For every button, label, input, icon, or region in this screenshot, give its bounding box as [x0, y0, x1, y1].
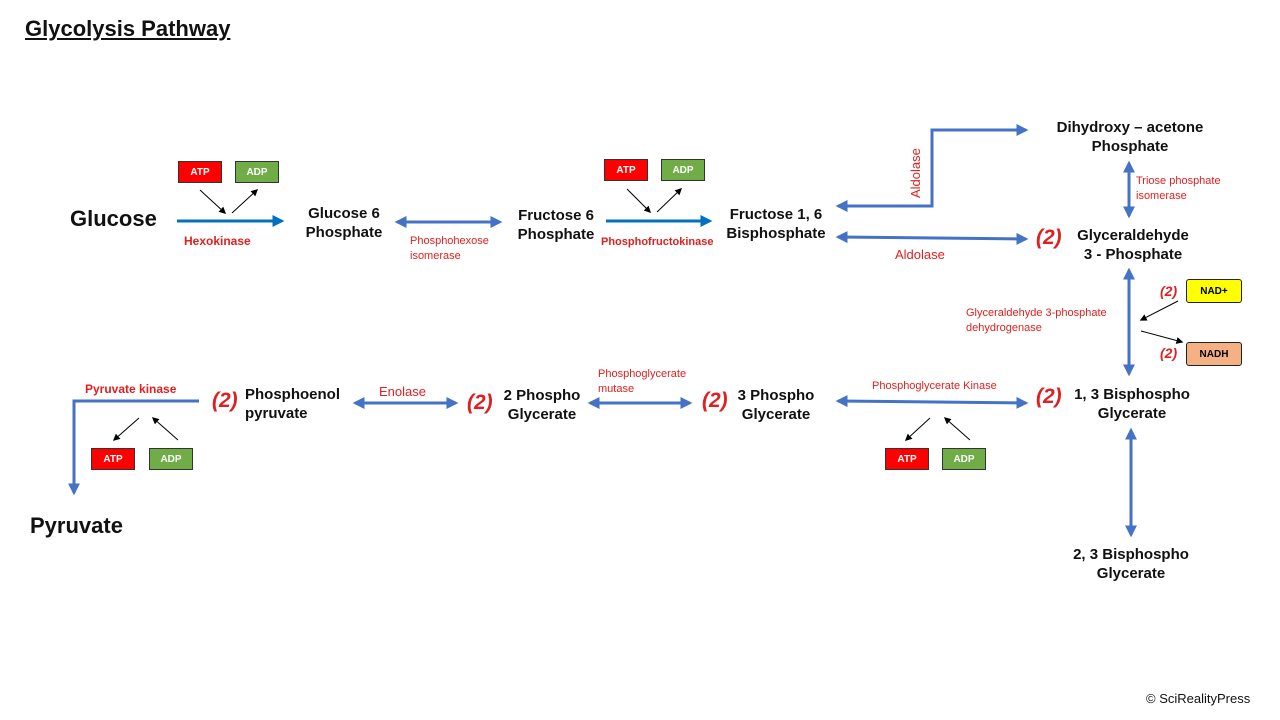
molecule-line: Fructose 6: [518, 207, 594, 224]
enzyme-line: Glyceraldehyde 3-phosphate: [966, 307, 1107, 319]
arrow-adp-in-pgk: [943, 417, 971, 441]
stoich-pep: (2): [212, 389, 238, 412]
stoich-13bpg: (2): [1036, 385, 1062, 408]
molecule-fructose-6-phosphate: Fructose 6 Phosphate: [508, 206, 604, 244]
arrow-f16bp-g3p: [835, 231, 1029, 245]
cofactor-atp-pk: ATP: [91, 448, 135, 470]
cofactor-adp-pgk: ADP: [942, 448, 986, 470]
enzyme-phosphofructokinase: Phosphofructokinase: [601, 236, 714, 248]
enzyme-phosphoglycerate-kinase: Phosphoglycerate Kinase: [872, 380, 997, 392]
enzyme-line: Phosphohexose: [410, 235, 489, 247]
arrow-adp-out-pfk: [656, 188, 683, 213]
molecule-glucose: Glucose: [70, 206, 157, 231]
molecule-line: 2 Phospho: [503, 387, 581, 404]
cofactor-atp-pfk: ATP: [604, 159, 648, 181]
arrow-atp-out-pgk: [904, 417, 931, 441]
molecule-dihydroxyacetone-phosphate: Dihydroxy – acetone Phosphate: [1040, 118, 1220, 156]
cofactor-nad: NAD+: [1186, 279, 1242, 303]
cofactor-adp-hexokinase: ADP: [235, 161, 279, 183]
enzyme-line: mutase: [598, 383, 635, 395]
arrow-3pg-13bpg: [835, 395, 1029, 409]
molecule-line: Phosphate: [305, 224, 383, 241]
molecule-line: Glycerate: [507, 406, 577, 423]
molecule-line: Fructose 1, 6: [729, 206, 823, 223]
molecule-line: Bisphosphate: [726, 225, 826, 242]
enzyme-line: dehydrogenase: [966, 322, 1042, 334]
molecule-line: Dihydroxy – acetone: [1056, 119, 1204, 136]
enzyme-line: Triose phosphate: [1136, 175, 1221, 187]
enzyme-line: isomerase: [1136, 190, 1187, 202]
molecule-3-phosphoglycerate: 3 Phospho Glycerate: [730, 386, 822, 424]
copyright-notice: © SciRealityPress: [1146, 691, 1251, 706]
arrow-nadh-out: [1140, 330, 1184, 344]
cofactor-adp-pk: ADP: [149, 448, 193, 470]
stoich-2pg: (2): [467, 391, 493, 414]
molecule-line: 1, 3 Bisphospho: [1074, 386, 1190, 403]
arrow-f16bp-dhap: [835, 124, 1029, 212]
molecule-line: Phosphate: [1091, 138, 1169, 155]
molecule-line: Glucose 6: [308, 205, 380, 222]
enzyme-enolase: Enolase: [379, 384, 426, 399]
stoich-g3p: (2): [1036, 226, 1062, 249]
stoich-3pg: (2): [702, 389, 728, 412]
enzyme-gapdh: Glyceraldehyde 3-phosphate dehydrogenase: [966, 306, 1107, 336]
molecule-line: 3 Phospho: [737, 387, 815, 404]
enzyme-aldolase-vertical: Aldolase: [908, 148, 923, 198]
enzyme-line: Phosphoglycerate: [598, 368, 687, 380]
enzyme-pyruvate-kinase: Pyruvate kinase: [85, 382, 177, 396]
enzyme-triose-phosphate-isomerase: Triose phosphate isomerase: [1136, 174, 1221, 204]
stoich-nad: (2): [1160, 283, 1178, 299]
molecule-line: Glycerate: [1096, 565, 1166, 582]
molecule-line: 2, 3 Bisphospho: [1073, 546, 1189, 563]
cofactor-adp-pfk: ADP: [661, 159, 705, 181]
arrow-pep-pyruvate: [68, 399, 199, 496]
stoich-nadh: (2): [1160, 345, 1178, 361]
arrow-atp-out-pk: [112, 417, 140, 441]
molecule-phosphoenolpyruvate: Phosphoenol pyruvate: [245, 385, 340, 423]
molecule-2-phosphoglycerate: 2 Phospho Glycerate: [496, 386, 588, 424]
enzyme-phosphohexose-isomerase: Phosphohexose isomerase: [410, 234, 489, 264]
molecule-line: Glyceraldehyde: [1077, 227, 1189, 244]
arrow-nad-in: [1139, 300, 1179, 321]
arrow-atp-in-hk: [199, 189, 227, 214]
enzyme-hexokinase: Hexokinase: [184, 234, 251, 248]
molecule-line: pyruvate: [245, 405, 308, 422]
molecule-glyceraldehyde-3-phosphate: Glyceraldehyde 3 - Phosphate: [1066, 226, 1200, 264]
molecule-pyruvate: Pyruvate: [30, 513, 123, 538]
molecule-2-3-bisphosphoglycerate: 2, 3 Bisphospho Glycerate: [1060, 545, 1202, 583]
enzyme-aldolase: Aldolase: [895, 247, 945, 262]
molecule-line: 3 - Phosphate: [1083, 246, 1183, 263]
page-title: Glycolysis Pathway: [25, 16, 231, 41]
arrow-adp-out-hk: [231, 189, 259, 214]
molecule-line: Glycerate: [1097, 405, 1167, 422]
cofactor-nadh: NADH: [1186, 342, 1242, 366]
molecule-line: Glycerate: [741, 406, 811, 423]
arrow-adp-in-pk: [151, 417, 179, 441]
molecule-line: Phosphoenol: [245, 386, 340, 403]
molecule-glucose-6-phosphate: Glucose 6 Phosphate: [296, 204, 392, 242]
molecule-fructose-1-6-bisphosphate: Fructose 1, 6 Bisphosphate: [718, 205, 834, 243]
enzyme-line: isomerase: [410, 250, 461, 262]
molecule-1-3-bisphosphoglycerate: 1, 3 Bisphospho Glycerate: [1062, 385, 1202, 423]
cofactor-atp-pgk: ATP: [885, 448, 929, 470]
molecule-line: Phosphate: [517, 226, 595, 243]
enzyme-phosphoglycerate-mutase: Phosphoglycerate mutase: [598, 367, 686, 397]
cofactor-atp-hexokinase: ATP: [178, 161, 222, 183]
arrow-atp-in-pfk: [626, 188, 651, 213]
